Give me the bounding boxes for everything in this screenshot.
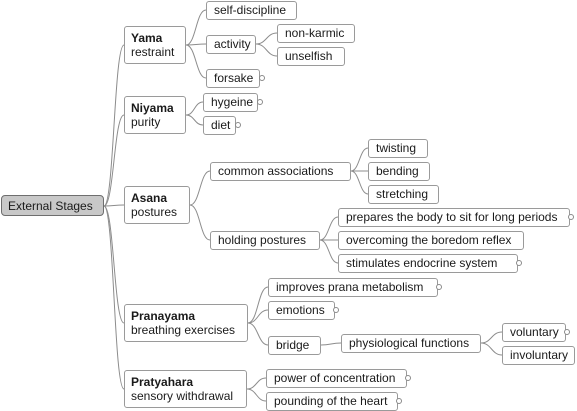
node-stretching[interactable]: stretching: [368, 185, 439, 204]
collapsed-branch-marker[interactable]: [436, 284, 442, 290]
node-hygeine[interactable]: hygeine: [203, 93, 258, 112]
category-subtitle: breathing exercises: [131, 323, 236, 337]
collapsed-branch-marker[interactable]: [516, 260, 522, 266]
node-emotions[interactable]: emotions: [268, 301, 335, 320]
connector-line: [247, 309, 269, 324]
connector-line: [189, 170, 211, 206]
connector-line: [185, 43, 207, 46]
connector-line: [246, 377, 267, 390]
connector-line: [189, 204, 211, 241]
node-bending[interactable]: bending: [368, 162, 430, 181]
connector-line: [103, 205, 125, 390]
connector-line: [103, 44, 125, 207]
connector-line: [320, 342, 342, 346]
node-forsake[interactable]: forsake: [206, 69, 260, 88]
node-self-discipline[interactable]: self-discipline: [206, 1, 297, 20]
node-voluntary[interactable]: voluntary: [502, 323, 566, 342]
category-niyama[interactable]: Niyama purity: [124, 96, 186, 134]
connector-line: [247, 322, 269, 346]
connector-line: [255, 32, 278, 45]
connector-line: [319, 216, 339, 241]
category-subtitle: postures: [131, 205, 178, 219]
category-asana[interactable]: Asana postures: [124, 186, 190, 224]
connector-line: [185, 9, 207, 46]
node-non-karmic[interactable]: non-karmic: [277, 24, 355, 43]
category-subtitle: purity: [131, 115, 161, 129]
node-twisting[interactable]: twisting: [368, 139, 428, 158]
category-title: Pratyahara: [131, 375, 194, 389]
connector-line: [350, 170, 369, 195]
connector-line: [255, 43, 278, 57]
category-title: Yama: [131, 31, 163, 45]
collapsed-branch-marker[interactable]: [568, 214, 574, 220]
node-boredom-reflex[interactable]: overcoming the boredom reflex: [338, 231, 524, 250]
connector-line: [246, 388, 267, 402]
category-pranayama[interactable]: Pranayama breathing exercises: [124, 304, 248, 342]
connector-line: [185, 114, 204, 126]
connector-line: [103, 205, 125, 324]
node-diet[interactable]: diet: [203, 116, 236, 135]
collapsed-branch-marker[interactable]: [333, 307, 339, 313]
node-endocrine[interactable]: stimulates endocrine system: [338, 254, 518, 273]
root-node-external-stages[interactable]: External Stages: [1, 195, 104, 216]
category-subtitle: sensory withdrawal: [131, 389, 234, 403]
collapsed-branch-marker[interactable]: [396, 398, 402, 404]
collapsed-branch-marker[interactable]: [235, 122, 241, 128]
connector-line: [480, 342, 503, 356]
node-pounding-heart[interactable]: pounding of the heart: [266, 392, 398, 411]
collapsed-branch-marker[interactable]: [257, 99, 263, 105]
category-title: Pranayama: [131, 309, 196, 323]
connector-line: [350, 147, 369, 172]
connector-line: [103, 114, 125, 207]
category-title: Niyama: [131, 101, 174, 115]
node-common-associations[interactable]: common associations: [210, 162, 351, 181]
node-physiological-functions[interactable]: physiological functions: [341, 334, 481, 353]
node-activity[interactable]: activity: [206, 35, 256, 54]
connector-line: [319, 239, 339, 264]
node-holding-postures[interactable]: holding postures: [210, 231, 320, 250]
node-prepares-body[interactable]: prepares the body to sit for long period…: [338, 208, 570, 227]
connector-line: [247, 286, 269, 324]
collapsed-branch-marker[interactable]: [564, 329, 570, 335]
node-involuntary[interactable]: involuntary: [502, 346, 575, 365]
category-pratyahara[interactable]: Pratyahara sensory withdrawal: [124, 370, 247, 408]
node-bridge[interactable]: bridge: [268, 336, 321, 355]
category-yama[interactable]: Yama restraint: [124, 26, 186, 64]
collapsed-branch-marker[interactable]: [405, 375, 411, 381]
node-unselfish[interactable]: unselfish: [277, 47, 345, 66]
connector-line: [103, 204, 125, 207]
connector-line: [480, 331, 503, 344]
node-prana-metabolism[interactable]: improves prana metabolism: [268, 278, 438, 297]
node-power-of-concentration[interactable]: power of concentration: [266, 369, 407, 388]
connector-line: [185, 44, 207, 79]
category-title: Asana: [131, 191, 168, 205]
category-subtitle: restraint: [131, 45, 175, 59]
connector-line: [185, 101, 204, 116]
collapsed-branch-marker[interactable]: [259, 75, 265, 81]
